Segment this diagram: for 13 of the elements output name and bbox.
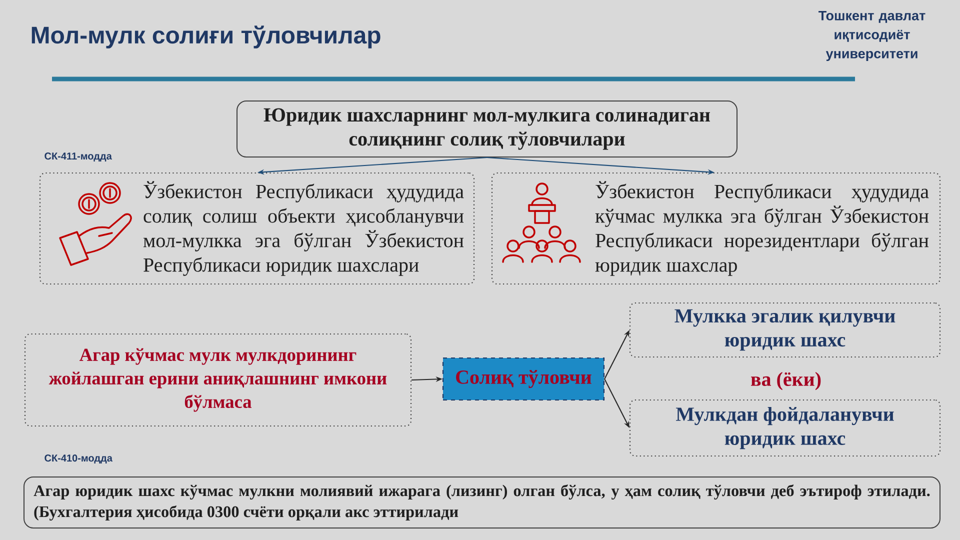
text-box: Ўзбекистон Республикаси ҳудудида солиқ солиш объекти ҳисобланувчи мол-мулкка эга бўлган Ўзбекистон Республикаси юридик шахслари	[39, 172, 475, 285]
text-box: Ўзбекистон Республикаси ҳудудида кўчмас мулкка эга бўлган Ўзбекистон Республикаси норезидентлари бўлган юридик шахслар	[491, 172, 941, 285]
university-name: Тошкент давлат иқтисодиёт университети	[818, 10, 926, 62]
or-label: ва (ёки)	[751, 372, 821, 390]
result-box: Солиқ тўловчи	[442, 357, 605, 401]
heading-box: Юридик шахсларнинг мол-мулкига солинадиган солиқнинг солиқ тўловчилари	[236, 100, 738, 158]
article-label: СК-411-модда	[44, 152, 112, 162]
text-box: Мулкка эгалик қилувчи юридик шахс	[629, 302, 941, 358]
slide-title: Мол-мулк солиғи тўловчилар	[32, 26, 380, 48]
article-label: СК-410-модда	[44, 454, 112, 464]
text-box: Мулкдан фойдаланувчи юридик шахс	[629, 399, 941, 457]
note-box: Агар юридик шахс кўчмас мулкни молиявий ижарага (лизинг) олган бўлса, у ҳам солиқ тўловчи деб эътироф этилади. (Бухгалтерия ҳисобида 0300 счёти орқали акс эттирилади	[24, 476, 940, 528]
condition-box: Агар кўчмас мулк мулкдорининг жойлашган ерини аниқлашнинг имкони бўлмаса	[24, 333, 412, 427]
